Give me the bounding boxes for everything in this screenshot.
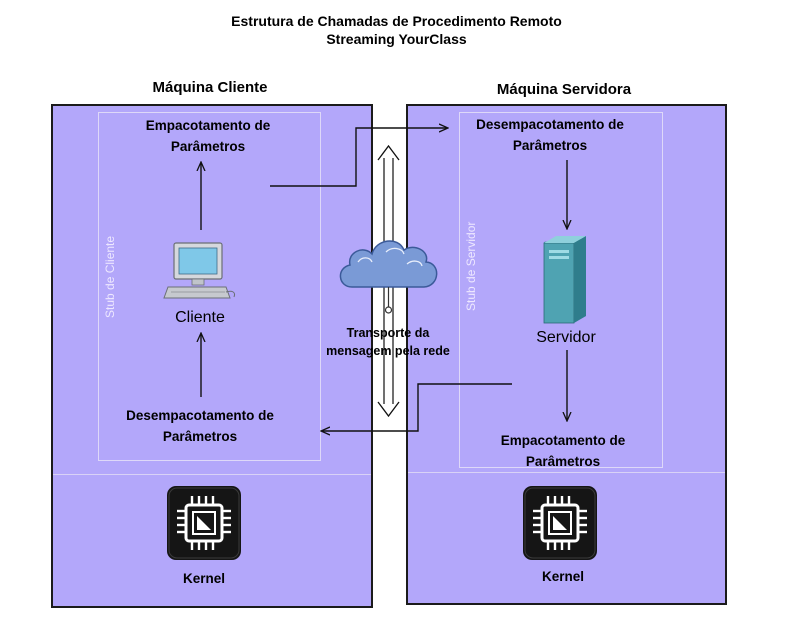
server-kernel-divider — [408, 472, 725, 473]
client-stub-box — [98, 112, 321, 461]
network-arrowhead-down — [377, 401, 400, 418]
server-packing-line1: Empacotamento de — [500, 433, 626, 448]
response-path-arrow — [322, 383, 512, 431]
diagram-title-line1: Estrutura de Chamadas de Procedimento Re… — [231, 13, 562, 29]
network-transport-label: Transporte da mensagem pela rede — [308, 324, 468, 360]
client-unpacking-line1: Desempacotamento de — [126, 408, 274, 423]
client-packing-label: Empacotamento de Parâmetros — [108, 115, 308, 157]
cpu-chip-icon — [167, 486, 241, 560]
client-packing-line1: Empacotamento de — [145, 118, 271, 133]
network-arrowhead-up — [377, 144, 400, 161]
client-device-label: Cliente — [175, 309, 225, 326]
server-unpacking-line1: Desempacotamento de — [476, 117, 624, 132]
client-unpacking-line2: Parâmetros — [162, 429, 238, 444]
cpu-chip-icon — [523, 486, 597, 560]
server-stub-box — [459, 112, 663, 468]
server-unpacking-label: Desempacotamento de Parâmetros — [450, 114, 650, 156]
client-kernel-divider — [53, 474, 371, 475]
request-path-arrow — [270, 128, 447, 187]
server-device-label: Servidor — [536, 329, 596, 346]
client-packing-line2: Parâmetros — [170, 139, 246, 154]
server-kernel-label: Kernel — [541, 569, 585, 584]
server-unpacking-line2: Parâmetros — [512, 138, 588, 153]
computer-icon — [163, 242, 235, 299]
client-unpacking-label: Desempacotamento de Parâmetros — [100, 405, 300, 447]
server-packing-label: Empacotamento de Parâmetros — [463, 430, 663, 472]
cloud-icon — [339, 240, 438, 314]
client-kernel-label: Kernel — [182, 571, 226, 586]
network-transport-line1: Transporte da — [346, 326, 430, 340]
server-packing-line2: Parâmetros — [525, 454, 601, 469]
server-machine-heading: Máquina Servidora — [496, 81, 632, 98]
network-transport-line2: mensagem pela rede — [326, 344, 450, 358]
server-icon — [543, 236, 586, 324]
client-machine-heading: Máquina Cliente — [152, 79, 268, 96]
diagram-title-line2: Streaming YourClass — [326, 31, 467, 47]
